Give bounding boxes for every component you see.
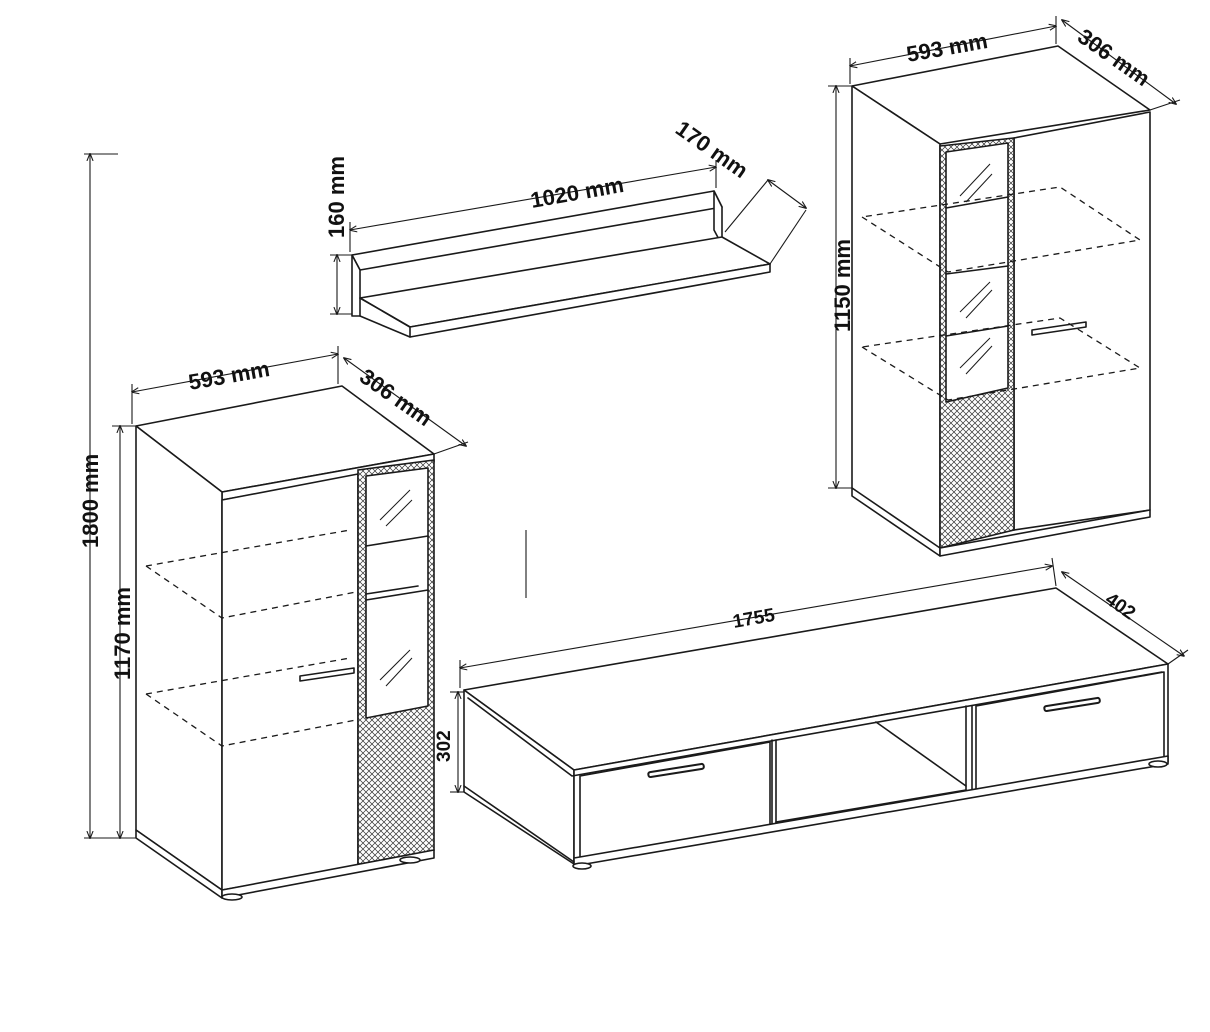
low-cabinet-width-label: 593 mm — [187, 356, 272, 395]
low-standing-cabinet — [135, 385, 435, 901]
tall-wall-cabinet — [851, 45, 1151, 557]
tv-stand — [463, 587, 1169, 870]
low-cabinet-height-label: 1170 mm — [110, 587, 135, 680]
low-cabinet-dimensions — [84, 154, 469, 838]
shelf-height-label: 160 mm — [324, 156, 349, 238]
shelf-dimensions — [330, 160, 806, 314]
wall-shelf — [351, 190, 771, 338]
tall-cabinet-dimensions — [828, 16, 1181, 488]
shelf-width-label: 1020 mm — [529, 172, 626, 213]
tall-cabinet-height-label: 1150 mm — [830, 239, 855, 332]
tv-stand-width-label: 1755 — [731, 605, 777, 633]
tv-stand-depth-label: 402 — [1101, 589, 1139, 624]
tv-stand-height-label: 302 — [434, 730, 455, 762]
overall-height-label: 1800 mm — [78, 454, 103, 548]
tv-stand-dimensions — [450, 557, 1189, 792]
